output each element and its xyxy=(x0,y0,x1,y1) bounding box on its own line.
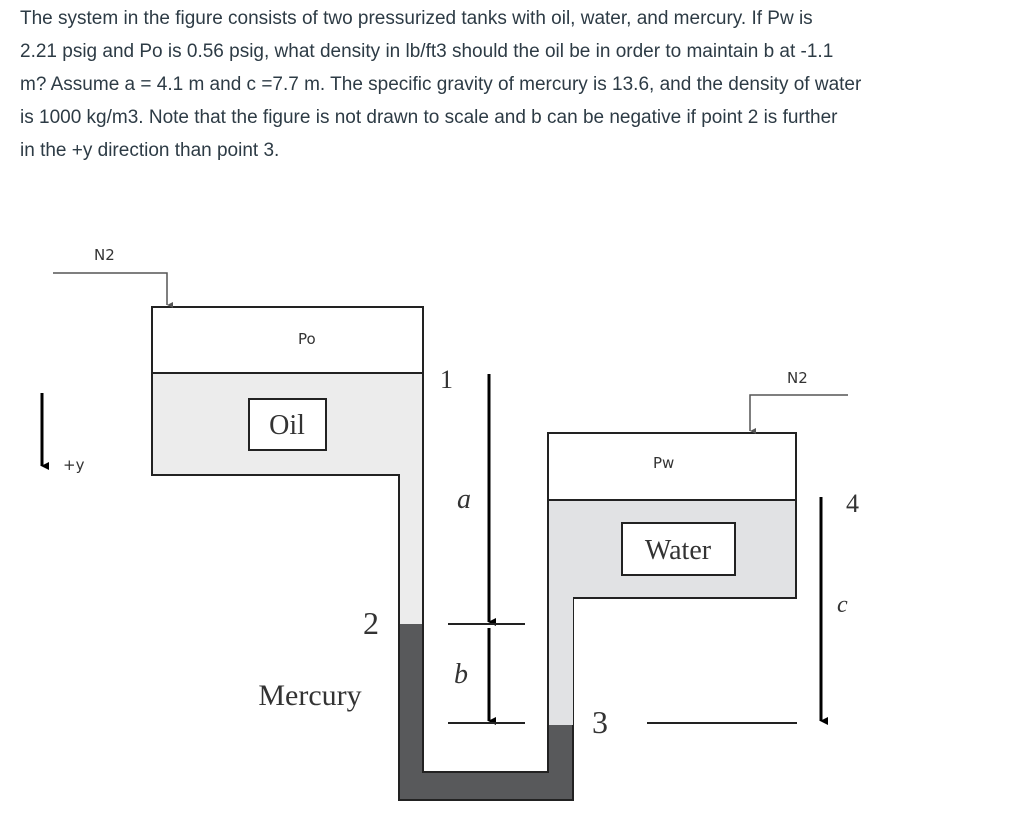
question-line: is 1000 kg/m3. Note that the figure is n… xyxy=(20,107,838,128)
u-tube-inner xyxy=(423,612,548,772)
question-line: 2.21 psig and Po is 0.56 psig, what dens… xyxy=(20,41,834,62)
n2-right-label: N2 xyxy=(787,369,808,387)
question-text: The system in the figure consists of two… xyxy=(20,2,1020,167)
point-2-label: 2 xyxy=(363,605,379,641)
pw-label: Pw xyxy=(653,454,674,472)
y-axis-label: +y xyxy=(63,456,85,474)
po-label: Po xyxy=(298,330,316,348)
water-label: Water xyxy=(645,535,712,566)
dimension-c-label: c xyxy=(837,592,848,618)
oil-fill xyxy=(152,373,423,624)
left-tank-gas xyxy=(151,306,424,374)
dimension-a-label: a xyxy=(457,484,471,515)
point-4-label: 4 xyxy=(846,489,859,518)
point-1-label: 1 xyxy=(440,365,453,394)
water-label-box xyxy=(621,522,736,576)
question-line: m? Assume a = 4.1 m and c =7.7 m. The sp… xyxy=(20,74,862,95)
question-line: in the +y direction than point 3. xyxy=(20,140,280,161)
oil-label-box xyxy=(248,398,327,451)
oil-label: Oil xyxy=(269,410,305,441)
n2-right-line xyxy=(749,394,848,434)
n2-left-label: N2 xyxy=(94,246,115,264)
right-tank-gas xyxy=(547,432,797,501)
mercury-label: Mercury xyxy=(258,679,361,712)
dimension-b-label: b xyxy=(454,659,468,690)
point-3-label: 3 xyxy=(592,704,608,740)
question-line: The system in the figure consists of two… xyxy=(20,8,813,29)
n2-left-line xyxy=(53,272,173,308)
